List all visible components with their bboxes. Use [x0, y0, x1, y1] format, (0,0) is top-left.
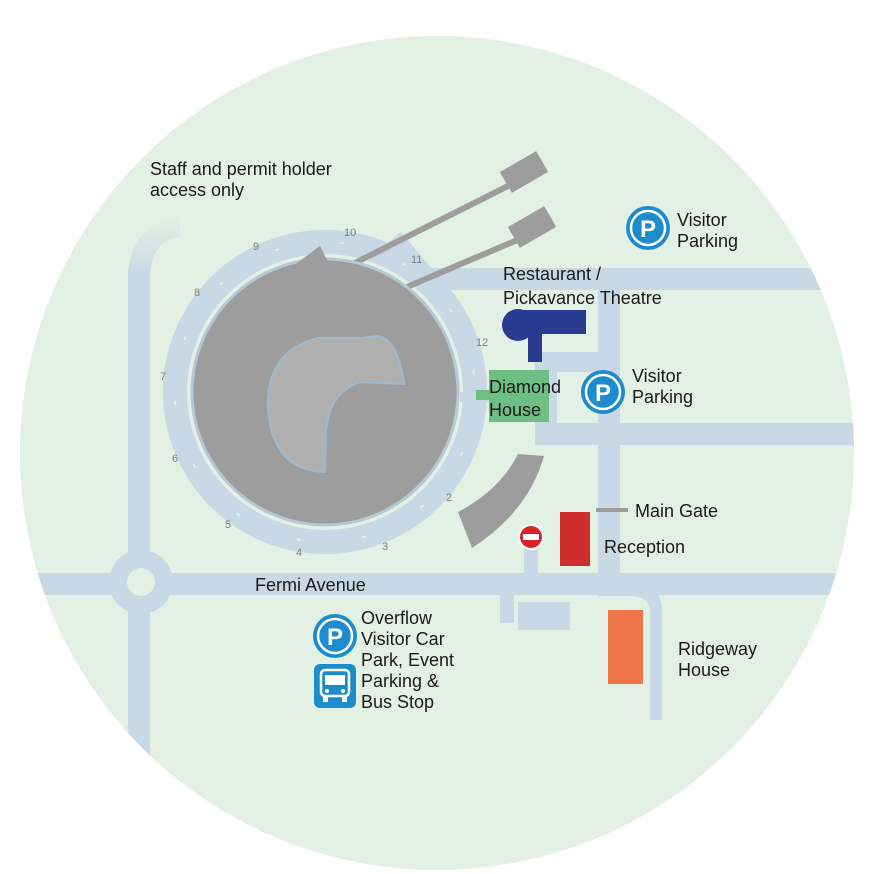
- visitor-parking-north-label: Parking: [677, 231, 738, 251]
- diamond-house-label: Diamond: [489, 377, 561, 397]
- ring-number: 5: [225, 519, 231, 531]
- ring-number: 8: [194, 287, 200, 299]
- parking-icon-overflow: P: [313, 614, 357, 658]
- map-labels: Staff and permit holder access only Visi…: [150, 159, 757, 712]
- beamline-hut-1: [499, 151, 549, 193]
- svg-text:P: P: [595, 380, 611, 407]
- ring-road: [163, 230, 487, 554]
- main-gate-label: Main Gate: [635, 501, 718, 521]
- no-entry-icon: [518, 524, 544, 550]
- diamond-house-building: [489, 370, 549, 422]
- fermi-avenue-label: Fermi Avenue: [255, 575, 366, 595]
- ring-number: 11: [411, 254, 422, 266]
- beamlines: [343, 151, 557, 295]
- ridgeway-house-label: Ridgeway: [678, 639, 757, 659]
- visitor-parking-east-label: Visitor: [632, 366, 682, 386]
- curved-building: [458, 454, 544, 548]
- ring-numbers: 2 3 4 5 6 7 8 9 10 11 12: [160, 227, 488, 559]
- overflow-parking-label: Parking &: [361, 671, 439, 691]
- south-east-road: [598, 584, 662, 720]
- overflow-parking-label: Visitor Car: [361, 629, 445, 649]
- visitor-parking-east-label: Parking: [632, 387, 693, 407]
- reception-building: [560, 512, 590, 566]
- inner-ring-structure: [266, 334, 406, 474]
- svg-text:P: P: [327, 624, 343, 651]
- reception-label: Reception: [604, 537, 685, 557]
- ring-top-wedge: [290, 246, 330, 268]
- restaurant-label: Restaurant /: [503, 264, 601, 284]
- ring-number: 6: [172, 453, 178, 465]
- restaurant-building: [502, 309, 586, 362]
- staff-access-label: access only: [150, 180, 244, 200]
- visitor-parking-north-label: Visitor: [677, 210, 727, 230]
- ring-number: 2: [446, 492, 452, 504]
- ridgeway-house-label: House: [678, 660, 730, 680]
- east-spur-road: [535, 423, 854, 445]
- ring-number: 9: [253, 241, 259, 253]
- ring-number: 3: [382, 541, 388, 553]
- diamond-house-label: House: [489, 400, 541, 420]
- overflow-parking-label: Bus Stop: [361, 692, 434, 712]
- north-road: [420, 268, 854, 290]
- staff-access-road: [128, 215, 180, 280]
- overflow-parking-label: Park, Event: [361, 650, 454, 670]
- bus-icon: [314, 664, 356, 708]
- beamline-hut-2: [507, 206, 557, 248]
- ring-number: 4: [296, 547, 302, 559]
- roads: [20, 215, 854, 870]
- overflow-parking-label: Overflow: [361, 608, 433, 628]
- parking-icon-north: P: [626, 206, 670, 250]
- ring-number: 12: [476, 337, 488, 349]
- main-gate-marker: [596, 508, 628, 512]
- parking-icon-east: P: [581, 370, 625, 414]
- overflow-car-park: [518, 602, 570, 630]
- ridgeway-house-building: [608, 610, 643, 684]
- svg-text:P: P: [640, 216, 656, 243]
- ring-number: 10: [344, 227, 356, 239]
- restaurant-label: Pickavance Theatre: [503, 288, 662, 308]
- ring-number: 7: [160, 371, 166, 383]
- staff-access-label: Staff and permit holder: [150, 159, 332, 179]
